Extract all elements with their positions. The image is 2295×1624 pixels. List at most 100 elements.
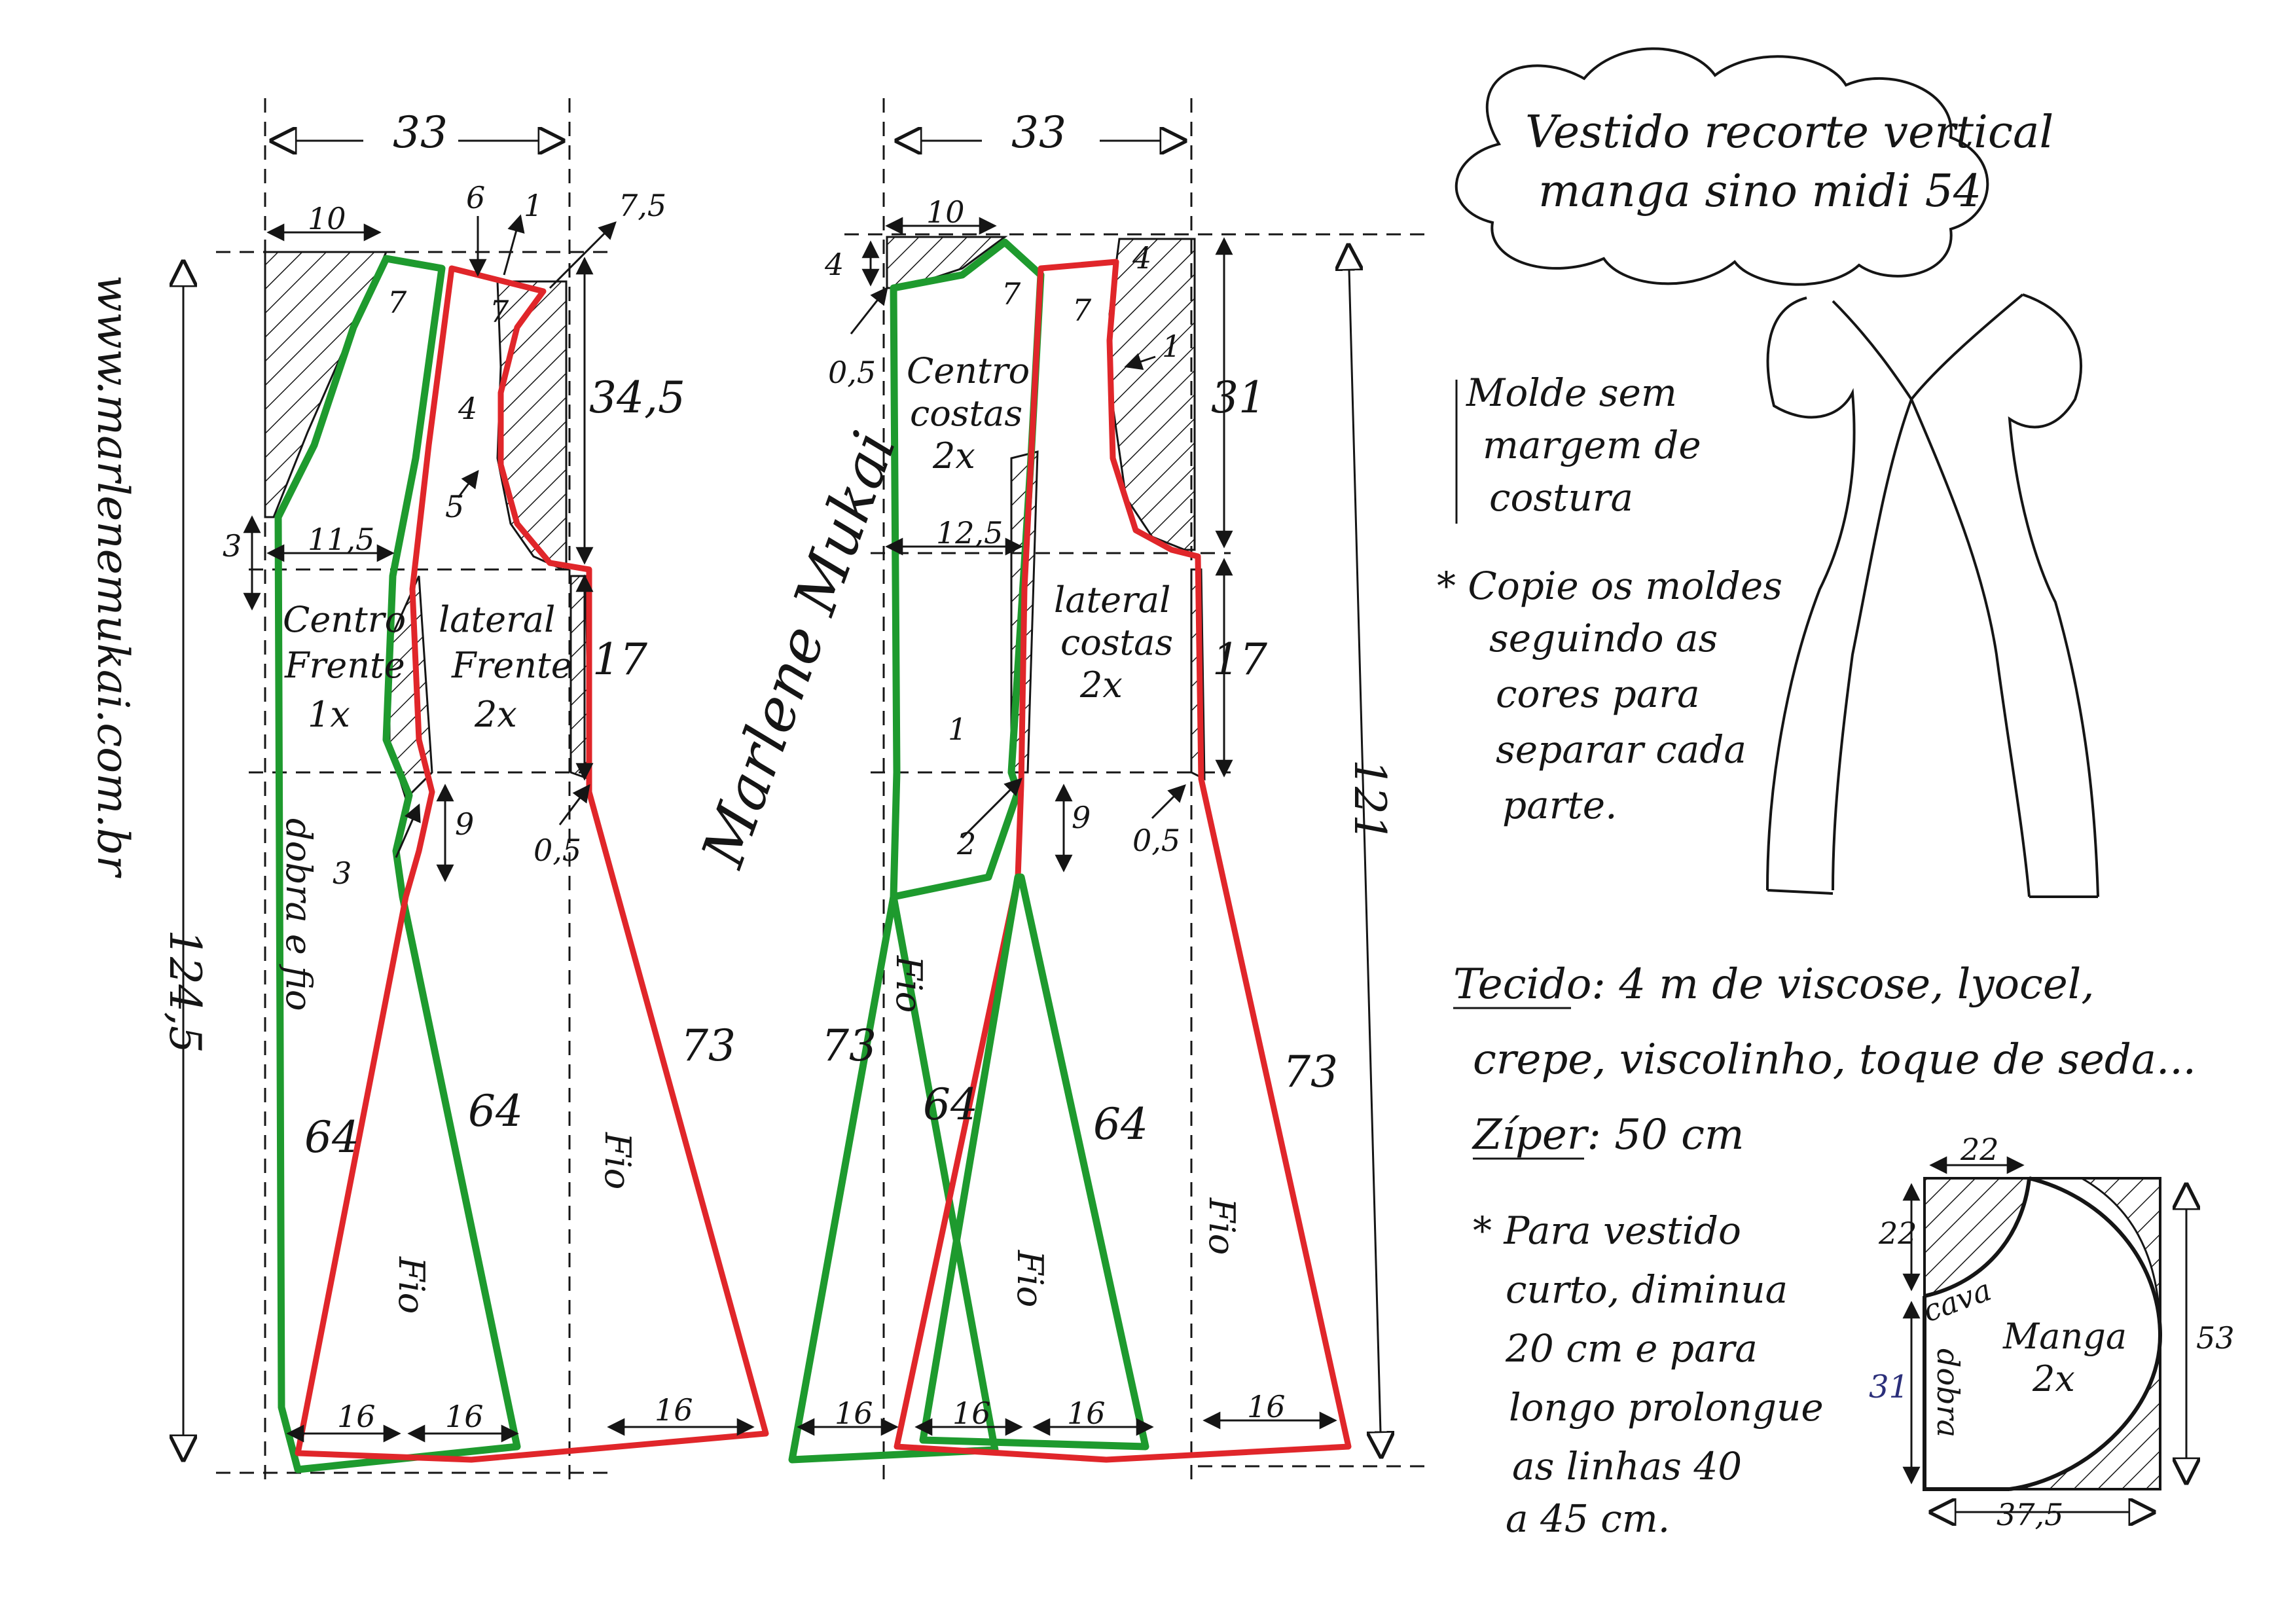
front-total-length-label: 124,5: [160, 929, 210, 1053]
front-side-piece: [295, 265, 769, 1463]
back-mark-4b: 4: [1132, 240, 1151, 276]
website-label: www.marlenemukai.com.br: [88, 275, 138, 878]
back-side-piece: [894, 259, 1352, 1463]
front-mark-75: 7,5: [619, 188, 666, 223]
front-3b-arrow: [395, 803, 421, 858]
sleeve-cap-curve: [1924, 1178, 2031, 1298]
back-skirt-right: 64: [1093, 1099, 1148, 1149]
front-skirt-right: 64: [468, 1086, 523, 1136]
back-side-label-2: costas: [1060, 622, 1173, 663]
front-center-piece: [274, 255, 521, 1473]
front-mark-6: 6: [466, 180, 485, 215]
back-armhole-waste: [1108, 238, 1196, 551]
back-mark-7b: 7: [1072, 293, 1092, 328]
back-center-label-3: 2x: [932, 435, 975, 477]
back-center-skirt: [919, 873, 1149, 1451]
front-mark-3b: 3: [333, 856, 352, 891]
front-width-label: 33: [393, 107, 448, 158]
copy-note-2: seguindo as: [1489, 616, 1718, 660]
copy-note-4: separar cada: [1496, 727, 1746, 772]
front-mark-7b: 7: [490, 294, 509, 329]
sleeve-label-1: Manga: [2002, 1316, 2127, 1357]
short-note-4: longo prolongue: [1509, 1385, 1824, 1430]
front-75-arrow: [549, 221, 617, 289]
front-bust-label: 11,5: [308, 522, 374, 557]
short-note-6: a 45 cm.: [1506, 1496, 1670, 1541]
seam-note-1: Molde sem: [1466, 370, 1677, 415]
back-total-length-label: 121: [1345, 759, 1395, 842]
back-hem-2: 16: [952, 1396, 991, 1431]
front-fio-center: Fio: [391, 1256, 432, 1314]
back-mark-1: 1: [1162, 329, 1181, 364]
back-bust-label: 12,5: [936, 515, 1003, 550]
back-pattern: 33 10 4 0,5 7 7 4 1 12,5 1 2 9 0,5 31 17…: [788, 98, 1434, 1486]
back-mark-9: 9: [1072, 800, 1091, 835]
back-mark-7a: 7: [1002, 276, 1021, 312]
dress-seam-right: [1910, 399, 2031, 897]
front-side-label-3: 2x: [474, 694, 517, 735]
front-pattern: 33 10 6 1 7,5 7 7 4 5 3 11,5 3 9 0,5 34,…: [160, 98, 769, 1486]
back-neck-label: 10: [926, 194, 965, 230]
short-note-2: curto, diminua: [1506, 1267, 1788, 1312]
front-side-length-label: 17: [592, 634, 647, 685]
back-center-piece: [788, 238, 1045, 1464]
dress-left-outline: [1766, 297, 1856, 891]
dress-neckline: [1832, 293, 2024, 402]
back-center-label-2: costas: [910, 393, 1022, 434]
back-hem-4: 16: [1247, 1389, 1286, 1424]
title-line-2: manga sino midi 54: [1538, 166, 1981, 217]
short-note-5: as linhas 40: [1512, 1444, 1742, 1489]
dress-hem: [1767, 889, 2098, 898]
zipper-label: Zíper: 50 cm: [1472, 1111, 1744, 1159]
sleeve-height-label: 53: [2196, 1320, 2235, 1356]
back-fio-side: Fio: [1201, 1197, 1242, 1255]
copy-note-1: * Copie os moldes: [1437, 564, 1782, 608]
front-mark-1: 1: [524, 188, 543, 223]
front-mark-3: 3: [223, 528, 242, 564]
back-width-label: 33: [1011, 107, 1066, 158]
front-5-arrow: [457, 469, 479, 498]
fabric-line-2: crepe, viscolinho, toque de seda...: [1473, 1036, 2196, 1084]
front-center-label-2: Frente: [284, 645, 405, 686]
back-skirt-left: 64: [923, 1079, 978, 1130]
back-skirt-center: 73: [822, 1020, 876, 1071]
sleeve-hem-curve: [2009, 1176, 2163, 1491]
back-skirt-side: 73: [1283, 1047, 1338, 1097]
title-line-1: Vestido recorte vertical: [1525, 107, 2053, 158]
back-armhole-label: 31: [1211, 372, 1266, 423]
title-cloud: Vestido recorte vertical manga sino midi…: [1455, 47, 2053, 286]
title-cloud-shape: [1455, 47, 1989, 286]
back-side-label-1: lateral: [1054, 579, 1170, 621]
front-skirt-left: 64: [304, 1112, 359, 1163]
back-05-arrow: [850, 286, 888, 334]
front-skirt-side: 73: [681, 1020, 736, 1071]
fabric-line-1: Tecido: 4 m de viscose, lyocel,: [1453, 960, 2095, 1009]
back-hem-1: 16: [835, 1396, 873, 1431]
front-armhole-label: 34,5: [589, 372, 685, 423]
copy-note-5: parte.: [1502, 783, 1617, 827]
sleeve-bottom-label: 37,5: [1997, 1497, 2063, 1532]
front-hem-3: 16: [655, 1392, 693, 1428]
front-fio-side: Fio: [597, 1132, 638, 1189]
front-mark-5: 5: [445, 489, 464, 524]
sleeve-pattern: 22 22 cava Manga 2x dobra 53 37,5 31: [1869, 1132, 2235, 1532]
back-mark-05b: 0,5: [1132, 823, 1180, 858]
notes: Molde sem margem de costura * Copie os m…: [1437, 370, 2196, 1541]
sleeve-side-note: 31: [1869, 1369, 1909, 1405]
front-mark-4: 4: [458, 391, 477, 426]
back-fio-middle: Fio: [1009, 1250, 1051, 1307]
front-mark-05: 0,5: [533, 833, 581, 868]
front-1-arrow: [503, 214, 525, 276]
dress-sketch: [1766, 293, 2099, 898]
front-side-label-1: lateral: [439, 599, 555, 640]
short-note-1: * Para vestido: [1473, 1208, 1741, 1253]
back-05b-arrow: [1151, 784, 1186, 820]
back-mark-2: 2: [956, 826, 976, 861]
copy-note-3: cores para: [1496, 672, 1700, 716]
front-center-label-1: Centro: [283, 599, 406, 640]
back-hem-3: 16: [1067, 1396, 1106, 1431]
seam-note-2: margem de: [1483, 423, 1701, 467]
sleeve-fold-edge: [1923, 1296, 2010, 1491]
sleeve-side-label: 22: [1878, 1216, 1917, 1251]
